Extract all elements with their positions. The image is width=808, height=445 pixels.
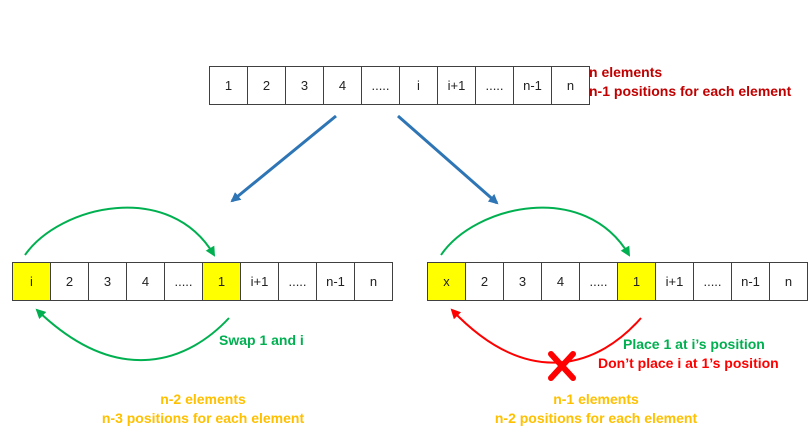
array-cell: 3 (88, 262, 127, 301)
dont-place-label: Don’t place i at 1’s position (598, 355, 779, 371)
array-cell: n (354, 262, 393, 301)
right-label-positions: n-2 positions for each element (494, 410, 698, 426)
place-label: Place 1 at i’s position (623, 336, 765, 352)
right-label-elements: n-1 elements (553, 391, 639, 407)
left-label-elements: n-2 elements (160, 391, 246, 407)
array-cell: 3 (503, 262, 542, 301)
array-cell-highlighted: i (12, 262, 51, 301)
blue-arrow-left (230, 114, 337, 203)
forbidden-x-icon (548, 351, 576, 381)
array-cell-highlighted: x (427, 262, 466, 301)
array-cell: 1 (209, 66, 248, 105)
right-array: x 2 3 4 ..... 1 i+1 ..... n-1 n (427, 262, 808, 301)
array-cell: ..... (278, 262, 317, 301)
top-array: 1 2 3 4 ..... i i+1 ..... n-1 n (209, 66, 590, 105)
array-cell: ..... (579, 262, 618, 301)
array-cell: i (399, 66, 438, 105)
swap-label: Swap 1 and i (219, 332, 304, 348)
top-label-positions: n-1 positions for each element (589, 83, 792, 99)
array-cell: ..... (361, 66, 400, 105)
array-cell: 2 (465, 262, 504, 301)
array-cell: i+1 (240, 262, 279, 301)
array-cell: i+1 (437, 66, 476, 105)
array-cell: i+1 (655, 262, 694, 301)
green-place-curve-top (440, 206, 631, 257)
array-cell: n-1 (731, 262, 770, 301)
array-cell-highlighted: 1 (202, 262, 241, 301)
green-swap-curve-top (24, 206, 216, 257)
array-cell: 4 (541, 262, 580, 301)
array-cell: 3 (285, 66, 324, 105)
array-cell-highlighted: 1 (617, 262, 656, 301)
green-swap-curve-bottom (35, 308, 230, 362)
array-cell: ..... (693, 262, 732, 301)
left-array: i 2 3 4 ..... 1 i+1 ..... n-1 n (12, 262, 393, 301)
left-label-positions: n-3 positions for each element (101, 410, 305, 426)
blue-arrow-right (397, 114, 499, 205)
top-label-elements: n elements (589, 64, 663, 80)
array-cell: 4 (323, 66, 362, 105)
array-cell: n-1 (316, 262, 355, 301)
array-cell: n (551, 66, 590, 105)
array-cell: ..... (164, 262, 203, 301)
array-cell: 4 (126, 262, 165, 301)
array-cell: n-1 (513, 66, 552, 105)
array-cell: ..... (475, 66, 514, 105)
array-cell: 2 (247, 66, 286, 105)
array-cell: n (769, 262, 808, 301)
array-cell: 2 (50, 262, 89, 301)
